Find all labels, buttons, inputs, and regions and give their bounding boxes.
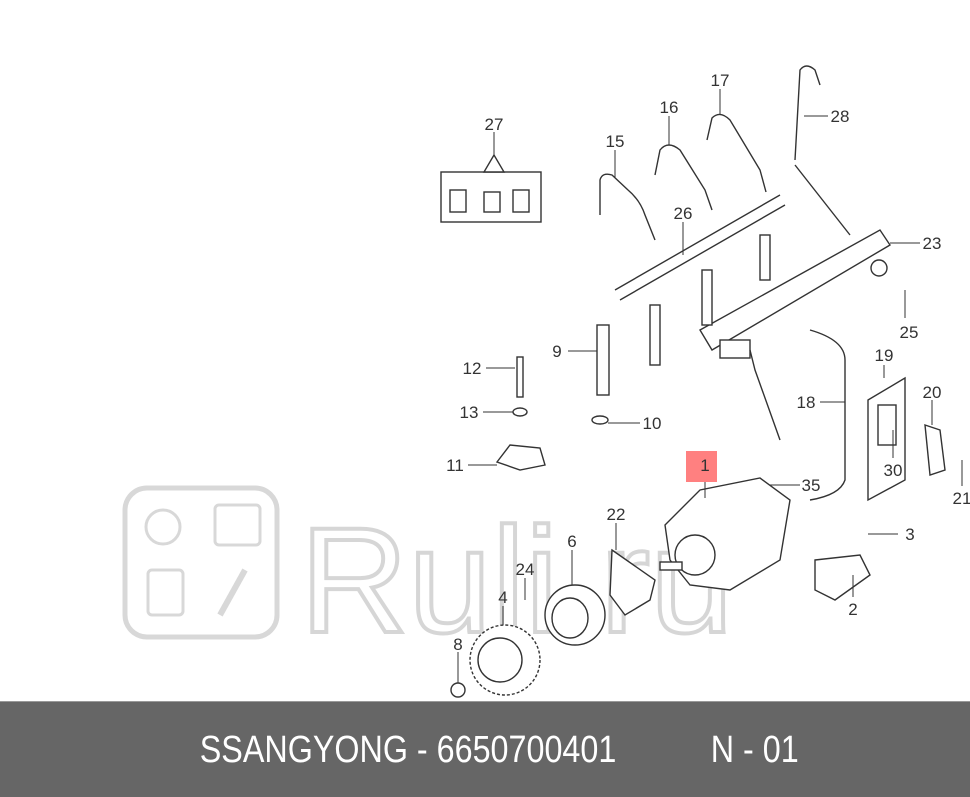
callout-labels: 27 15 16 17 28 26 23 25 9 12 13 10 11 19… [446, 71, 970, 654]
return-pipe [614, 194, 786, 301]
callout-26[interactable]: 26 [674, 204, 693, 223]
high-pressure-fuel-pump [659, 477, 791, 591]
leader-lines [457, 89, 963, 683]
callout-11[interactable]: 11 [446, 456, 464, 475]
injector [596, 324, 610, 396]
bracket-plate [867, 376, 906, 502]
callout-9[interactable]: 9 [552, 342, 561, 361]
callout-6[interactable]: 6 [567, 532, 576, 551]
callout-19[interactable]: 19 [875, 346, 894, 365]
diagram-position: N - 01 [711, 728, 800, 771]
callout-2[interactable]: 2 [848, 600, 857, 619]
high-pressure-pipe [809, 329, 846, 501]
callout-23[interactable]: 23 [923, 234, 942, 253]
callout-12[interactable]: 12 [463, 359, 482, 378]
callout-3[interactable]: 3 [905, 525, 914, 544]
callout-13[interactable]: 13 [460, 403, 479, 422]
callout-35[interactable]: 35 [802, 476, 821, 495]
highlighted-part-marker [686, 451, 717, 482]
callout-30[interactable]: 30 [884, 461, 903, 480]
callout-20[interactable]: 20 [923, 383, 942, 402]
injector-pipe [599, 173, 656, 241]
callout-4[interactable]: 4 [498, 588, 507, 607]
callout-21[interactable]: 21 [953, 489, 970, 508]
callout-25[interactable]: 25 [900, 323, 919, 342]
callout-27[interactable]: 27 [485, 115, 504, 134]
callout-17[interactable]: 17 [711, 71, 730, 90]
common-rail [699, 229, 891, 351]
callout-10[interactable]: 10 [643, 414, 662, 433]
callout-1[interactable]: 1 [700, 456, 709, 475]
brand-part-number: SSANGYONG - 6650700401 [199, 728, 617, 771]
callout-8[interactable]: 8 [453, 635, 462, 654]
callout-24[interactable]: 24 [516, 560, 535, 579]
callout-16[interactable]: 16 [660, 98, 679, 117]
callout-18[interactable]: 18 [797, 393, 816, 412]
callout-15[interactable]: 15 [606, 132, 625, 151]
callout-28[interactable]: 28 [831, 107, 850, 126]
callout-22[interactable]: 22 [607, 505, 626, 524]
part-number-banner: SSANGYONG - 6650700401 N - 01 [0, 701, 970, 797]
